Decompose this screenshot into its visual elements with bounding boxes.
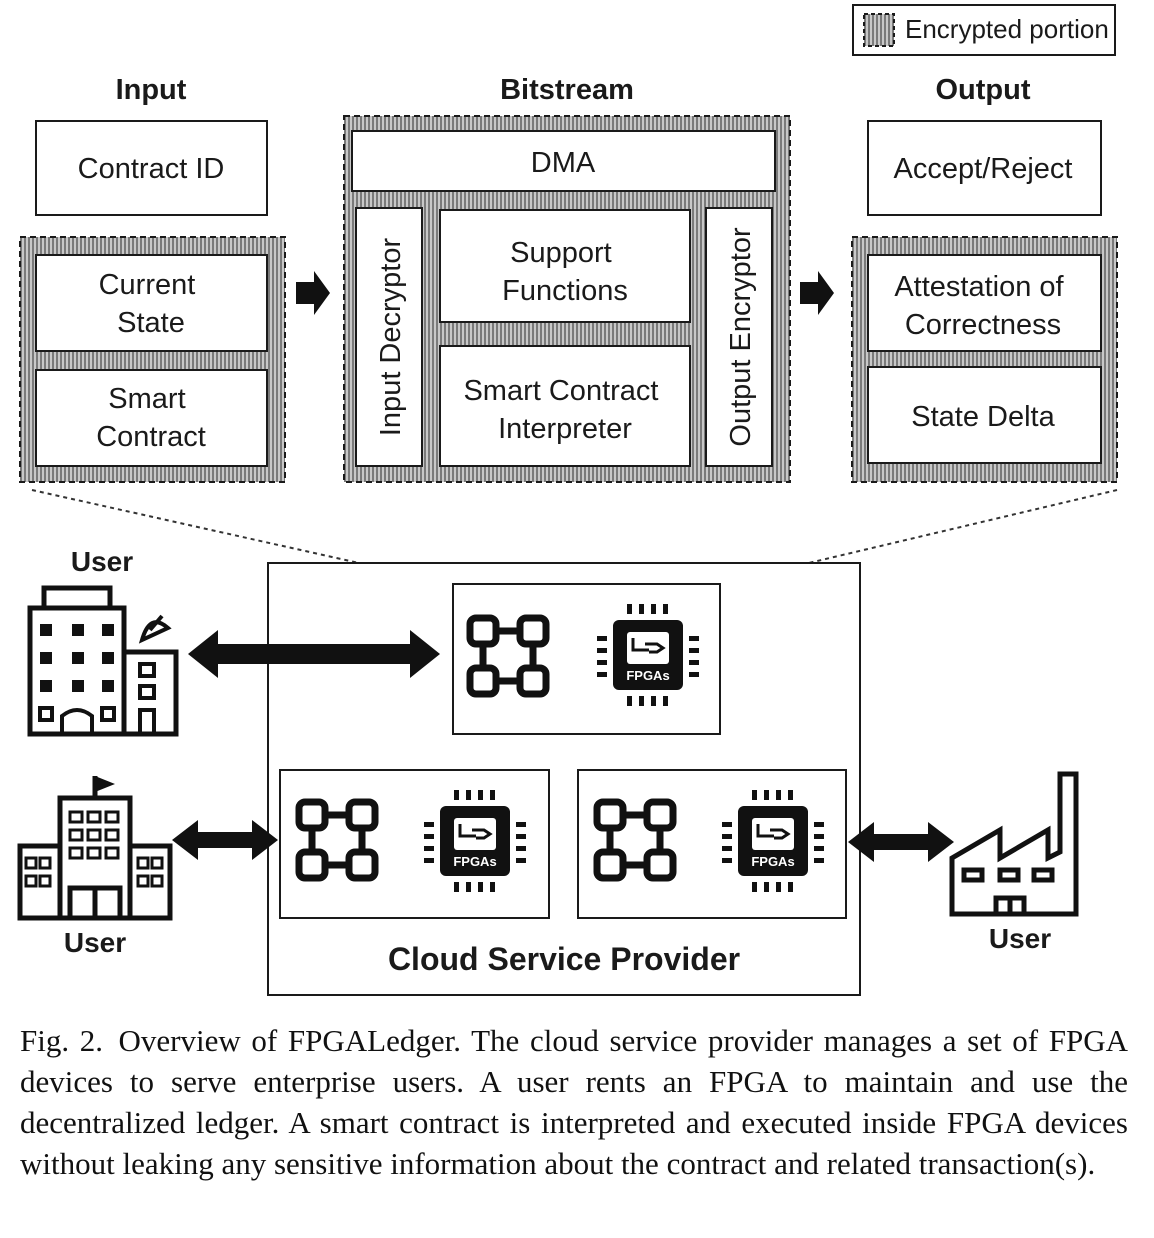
output-column: Accept/Reject Attestation of Correctness… bbox=[851, 120, 1118, 483]
smart-contract-box: Smart Contract bbox=[96, 383, 206, 453]
input-column: Contract ID Current State Smart Contract bbox=[19, 120, 286, 483]
fpgaledger-diagram: Encrypted portion Input Bitstream Output… bbox=[17, 4, 1118, 996]
chip-label: FPGAs bbox=[453, 854, 496, 869]
contract-id-box: Contract ID bbox=[78, 153, 225, 185]
state-delta-box: State Delta bbox=[911, 401, 1055, 433]
office-building-icon: User bbox=[27, 546, 179, 737]
accept-reject-box: Accept/Reject bbox=[894, 153, 1073, 185]
cloud-service-provider: FPGAs FPGAs FPGAs Cloud Service Provider bbox=[267, 562, 861, 996]
user-label: User bbox=[64, 927, 126, 958]
arrow-input-to-bitstream bbox=[296, 271, 330, 315]
legend: Encrypted portion bbox=[852, 4, 1116, 56]
support-functions-box: Support Functions bbox=[502, 237, 628, 307]
fpga-node-right: FPGAs bbox=[577, 769, 847, 919]
legend-label: Encrypted portion bbox=[905, 14, 1109, 44]
factory-icon: User bbox=[949, 771, 1079, 954]
double-arrow-top bbox=[188, 630, 440, 678]
input-decryptor-box: Input Decryptor bbox=[375, 238, 407, 437]
double-arrow-left bbox=[172, 820, 278, 860]
bitstream-column: DMA Input Decryptor Support Functions Sm… bbox=[343, 115, 791, 483]
fpga-node-top: FPGAs bbox=[452, 583, 721, 735]
current-state-box: Current State bbox=[99, 269, 204, 339]
arrow-bitstream-to-output bbox=[800, 271, 834, 315]
user-label: User bbox=[989, 923, 1051, 954]
attestation-box: Attestation of Correctness bbox=[894, 271, 1071, 341]
interpreter-box: Smart Contract Interpreter bbox=[463, 375, 666, 445]
input-title: Input bbox=[116, 74, 187, 106]
double-arrow-right bbox=[848, 822, 954, 862]
figure-caption: Fig. 2. Overview of FPGALedger. The clou… bbox=[20, 1023, 1128, 1181]
chip-label: FPGAs bbox=[626, 668, 669, 683]
chip-label: FPGAs bbox=[751, 854, 794, 869]
government-building-icon: User bbox=[17, 776, 173, 958]
cloud-label: Cloud Service Provider bbox=[388, 941, 740, 977]
encrypted-swatch bbox=[863, 13, 895, 47]
output-title: Output bbox=[935, 74, 1030, 106]
output-encryptor-box: Output Encryptor bbox=[725, 227, 757, 447]
dma-box: DMA bbox=[531, 147, 596, 179]
bitstream-title: Bitstream bbox=[500, 74, 634, 106]
fpga-node-left: FPGAs bbox=[279, 769, 550, 919]
user-label: User bbox=[71, 546, 133, 577]
